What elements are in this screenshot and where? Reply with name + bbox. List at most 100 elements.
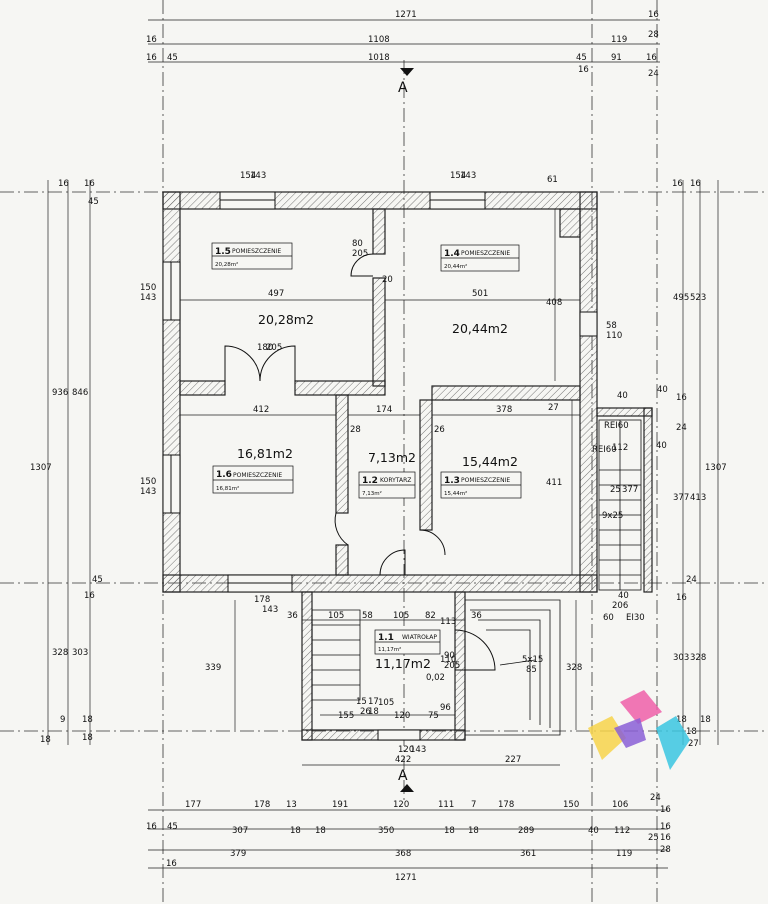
dim-right-bot-18a: 18 bbox=[676, 715, 687, 725]
dim-top-r3-16a: 16 bbox=[146, 53, 157, 63]
logo-mark bbox=[588, 690, 690, 770]
dim-bot-r2-18a: 18 bbox=[290, 826, 301, 836]
dim-bot-25: 25 bbox=[648, 833, 659, 843]
dim-left-936: 936 bbox=[52, 388, 68, 398]
dim-right-mid-40: 40 bbox=[657, 385, 668, 395]
room-1-2-small-area: 7,13m² bbox=[362, 490, 382, 497]
dim-right-bot-18c: 18 bbox=[700, 715, 711, 725]
dim-26: 26 bbox=[434, 425, 445, 435]
dim-left-bot-9: 9 bbox=[60, 715, 65, 725]
dim-bot-r2-350: 350 bbox=[378, 826, 394, 836]
dim-porch-36a: 36 bbox=[287, 611, 298, 621]
logo-cyan bbox=[656, 716, 690, 770]
dim-porch-227: 227 bbox=[505, 755, 521, 765]
dim-left-top-45: 45 bbox=[88, 197, 99, 207]
dim-right-mid-16b: 16 bbox=[676, 593, 687, 603]
room-1-5-area: 20,28m2 bbox=[258, 312, 314, 327]
dim-win-l1-150: 150 bbox=[140, 283, 156, 293]
room-1-5-small-area: 20,28m² bbox=[215, 261, 238, 268]
dim-porch-143: 143 bbox=[262, 605, 278, 615]
dim-bot-r2-16a: 16 bbox=[146, 822, 157, 832]
dim-bot-r1-150: 150 bbox=[563, 800, 579, 810]
dim-top-r2-119: 119 bbox=[611, 35, 627, 45]
section-label-top: A bbox=[398, 80, 408, 96]
dim-porch-110: 110 bbox=[440, 655, 456, 665]
dim-bot-r3-368: 368 bbox=[395, 849, 411, 859]
dim-right-495: 495 bbox=[673, 293, 689, 303]
dim-bot-r1-7: 7 bbox=[471, 800, 476, 810]
dim-right-523: 523 bbox=[690, 293, 706, 303]
windows bbox=[162, 191, 598, 741]
dim-right-mid-16a: 16 bbox=[676, 393, 687, 403]
room-1-2-area: 7,13m2 bbox=[368, 450, 416, 465]
dim-left-top-16a: 16 bbox=[58, 179, 69, 189]
dim-497: 497 bbox=[268, 289, 284, 299]
dim-top-r3-1018: 1018 bbox=[368, 53, 390, 63]
dim-porch-17: 17 bbox=[368, 697, 379, 707]
dim-porch-5x15: 5x15 bbox=[522, 655, 543, 665]
dim-stair-206: 206 bbox=[612, 601, 628, 611]
dim-left-1307: 1307 bbox=[30, 463, 52, 473]
dim-top-r3-45b: 45 bbox=[576, 53, 587, 63]
dim-win-l2-150: 150 bbox=[140, 477, 156, 487]
dim-porch-105a: 105 bbox=[328, 611, 344, 621]
room-1-3-small-area: 15,44m² bbox=[444, 490, 467, 497]
dim-porch-26: 26 bbox=[360, 707, 371, 717]
room-1-5-id: 1.5 bbox=[215, 247, 231, 257]
dim-40a: 40 bbox=[617, 391, 628, 401]
dim-right-377: 377 bbox=[673, 493, 689, 503]
dim-col-154a: 154 bbox=[240, 171, 256, 181]
dim-top-r3-24: 24 bbox=[648, 69, 659, 79]
dim-bot-left16: 16 bbox=[166, 859, 177, 869]
room-labels bbox=[211, 242, 522, 655]
room-1-3-name: POMIESZCZENIE bbox=[461, 477, 510, 484]
dim-right-top-16b: 16 bbox=[690, 179, 701, 189]
room-1-6-id: 1.6 bbox=[216, 470, 232, 480]
dim-win-58: 58 bbox=[606, 321, 617, 331]
room-1-3-id: 1.3 bbox=[444, 476, 460, 486]
doors bbox=[224, 253, 496, 671]
dim-top-total: 1271 bbox=[395, 10, 417, 20]
dim-bot-r1-178a: 178 bbox=[254, 800, 270, 810]
dim-right-bot-27: 27 bbox=[688, 739, 699, 749]
dim-porch-85: 85 bbox=[526, 665, 537, 675]
room-1-4-name: POMIESZCZENIE bbox=[461, 250, 510, 257]
dim-bot-r2-18b: 18 bbox=[315, 826, 326, 836]
label-rei60-a: REI60 bbox=[604, 421, 629, 431]
dim-174: 174 bbox=[376, 405, 392, 415]
stairs bbox=[311, 419, 642, 736]
dim-porch-105c: 105 bbox=[378, 698, 394, 708]
dim-porch-75: 75 bbox=[428, 711, 439, 721]
dim-left-bot-18b: 18 bbox=[82, 715, 93, 725]
dim-bot-r1-177: 177 bbox=[185, 800, 201, 810]
dim-porch-82: 82 bbox=[425, 611, 436, 621]
dim-door-90: 90 bbox=[444, 651, 455, 661]
dim-top-r1-28: 28 bbox=[648, 30, 659, 40]
dim-bot-r1-24: 24 bbox=[650, 793, 661, 803]
dim-left-328: 328 bbox=[52, 648, 68, 658]
dim-411: 411 bbox=[546, 478, 562, 488]
room-1-5-name: POMIESZCZENIE bbox=[232, 248, 281, 255]
dim-porch-120b: 120 bbox=[394, 711, 410, 721]
room-1-6-area: 16,81m2 bbox=[237, 446, 293, 461]
dim-top-r3-16c: 16 bbox=[646, 53, 657, 63]
room-1-3-area: 15,44m2 bbox=[462, 454, 518, 469]
dim-porch-178: 178 bbox=[254, 595, 270, 605]
room-1-4-small-area: 20,44m² bbox=[444, 263, 467, 270]
room-1-1-small-area: 11,17m² bbox=[378, 646, 401, 653]
dim-col-154b: 154 bbox=[450, 171, 466, 181]
dim-top-r3-91: 91 bbox=[611, 53, 622, 63]
room-1-2-id: 1.2 bbox=[362, 476, 378, 486]
dim-left-846: 846 bbox=[72, 388, 88, 398]
dim-stair-377: 377 bbox=[622, 485, 638, 495]
dim-top-r2-1108: 1108 bbox=[368, 35, 390, 45]
dim-bot-r1-178b: 178 bbox=[498, 800, 514, 810]
dim-porch-339: 339 bbox=[205, 663, 221, 673]
dim-col-143a: 143 bbox=[250, 171, 266, 181]
dim-porch-0-02: 0,02 bbox=[426, 673, 445, 683]
dim-bot-r3-16: 16 bbox=[660, 833, 671, 843]
dim-right-bot-18b: 18 bbox=[686, 727, 697, 737]
dim-bot-r3-28: 28 bbox=[660, 845, 671, 855]
dim-bot-r2-307: 307 bbox=[232, 826, 248, 836]
